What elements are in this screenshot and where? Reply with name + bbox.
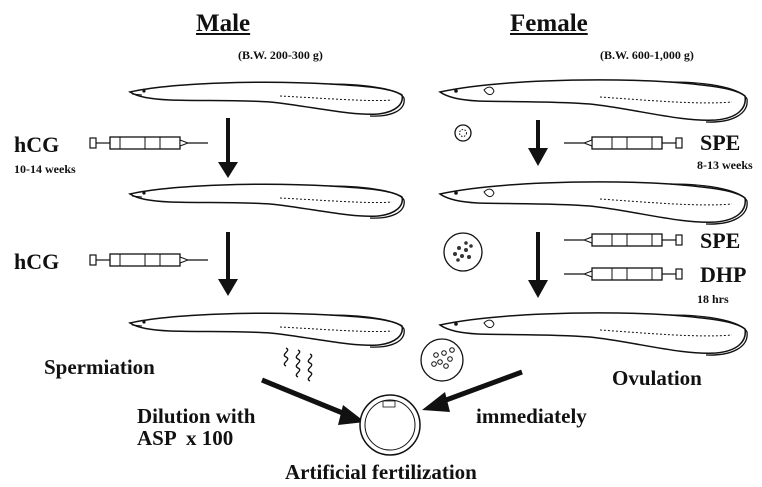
male-hcg-label-2: hCG: [14, 249, 59, 275]
male-syringe-1: [90, 137, 208, 149]
female-spe-duration: 8-13 weeks: [697, 158, 753, 173]
male-eel-initial: [130, 82, 404, 116]
female-syringe-1: [564, 137, 682, 149]
sperm-icon: [284, 348, 311, 381]
female-spe-label-2: SPE: [700, 228, 740, 254]
fertilized-egg-icon: [360, 395, 420, 455]
female-dhp-duration: 18 hrs: [697, 292, 729, 307]
male-syringe-2: [90, 254, 208, 266]
female-eel-ovulating: [440, 313, 747, 355]
male-hcg-duration: 10-14 weeks: [14, 162, 76, 177]
male-title: Male: [196, 10, 250, 38]
oocyte-mature: [421, 339, 463, 381]
spermiation-label: Spermiation: [44, 355, 155, 380]
female-eel-initial: [440, 80, 747, 122]
ovulation-label: Ovulation: [612, 366, 702, 391]
female-syringe-2: [564, 234, 682, 246]
immediately-label: immediately: [476, 404, 587, 429]
male-body-weight: (B.W. 200-300 g): [238, 48, 323, 63]
female-dhp-label: DHP: [700, 262, 746, 288]
dilution-label-line2: ASP x 100: [137, 426, 233, 451]
female-title: Female: [510, 10, 588, 38]
oocyte-small: [455, 125, 471, 141]
female-eel-treated: [440, 182, 747, 224]
female-body-weight: (B.W. 600-1,000 g): [600, 48, 694, 63]
male-hcg-label-1: hCG: [14, 132, 59, 158]
female-spe-label-1: SPE: [700, 130, 740, 156]
male-to-egg-arrow: [262, 380, 350, 416]
male-eel-treated: [130, 184, 404, 218]
female-syringe-3: [564, 268, 682, 280]
oocyte-medium: [444, 233, 482, 271]
artificial-fertilization-label: Artificial fertilization: [285, 460, 477, 485]
male-eel-spermiating: [130, 313, 404, 347]
